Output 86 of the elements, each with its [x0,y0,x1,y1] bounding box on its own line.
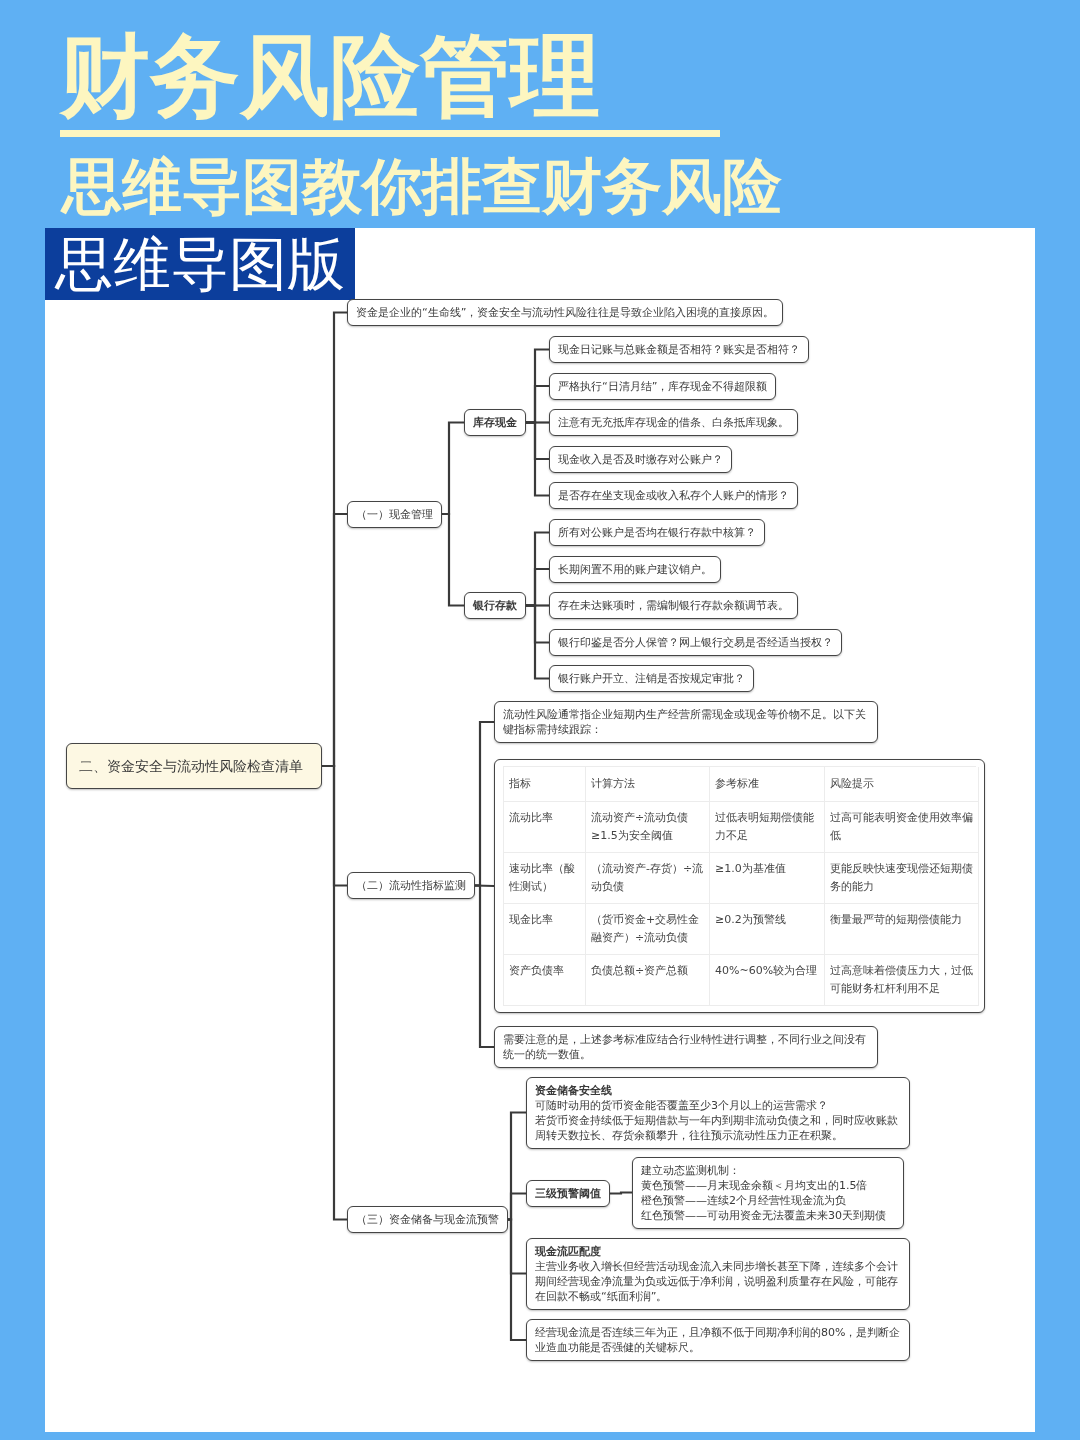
topic-text: （一）现金管理 [356,506,433,522]
topic-heading: 资金储备安全线 [535,1082,613,1098]
topic-box [632,1156,904,1229]
topic-text: 主营业务收入增长但经营活动现金流入未同步增长甚至下降，连续多个会计期间经营现金净流量为负或远低于净利润，说明盈利质量存在风险，可能存在回款不畅或“纸面利润”。 [535,1258,899,1304]
topic-box [464,592,526,619]
connector-line [526,421,549,497]
topic-text: 可随时动用的货币资金能否覆盖至少3个月以上的运营需求？ [535,1097,829,1113]
topic-box [549,592,798,619]
topic-box [347,1206,508,1233]
topic-box [526,1180,610,1207]
table-cell: 衡量最严苛的短期偿债能力 [825,904,979,955]
topic-box [549,372,777,400]
topic-heading: 现金流匹配度 [535,1243,602,1259]
topic-text: 现金收入是否及时缴存对公账户？ [558,451,723,467]
topic-text: 经营现金流是否连续三年为正，且净额不低于同期净利润的80%，是判断企业造血功能是否强健的关键标尺。 [535,1325,901,1355]
connector-line [322,764,347,1221]
connector-line [508,1192,526,1221]
table-cell: 过低表明短期偿债能力不足 [710,802,825,853]
table-cell: 流动资产÷流动负债 ≥1.5为安全阈值 [586,802,710,853]
table-cell: 过高可能表明资金使用效率偏低 [825,802,979,853]
topic-box [549,445,732,473]
topic-box [494,1026,878,1068]
topic-box [549,409,798,436]
table-cell: 资产负债率 [504,955,586,1006]
topic-box [526,1076,910,1149]
connector-line [508,1218,526,1342]
topic-text: 红色预警——可动用资金无法覆盖未来30天到期债 [641,1207,887,1223]
topic-text: 需要注意的是，上述参考标准应结合行业特性进行调整，不同行业之间没有统一的统一数值。 [503,1032,867,1062]
topic-text: 银行存款 [473,598,517,613]
topic-text: 建立动态监测机制： [641,1162,741,1178]
topic-text: 黄色预警——月末现金余额＜月均支出的1.5倍 [641,1177,869,1193]
table-cell: 更能反映快速变现偿还短期债务的能力 [825,853,979,904]
topic-text: 存在未达账项时，需编制银行存款余额调节表。 [558,598,789,613]
topic-text: 二、资金安全与流动性风险检查清单 [79,758,304,774]
topic-text: 三级预警阈值 [535,1186,601,1201]
topic-box [347,872,475,899]
topic-text: 严格执行“日清月结”，库存现金不得超限额 [558,378,768,394]
table-header-cell: 指标 [504,767,586,802]
topic-box [494,701,878,743]
topic-text: 长期闲置不用的账户建议销户。 [558,561,712,577]
table-cell: 负债总额÷资产总额 [586,955,710,1006]
connector-line [442,512,464,607]
table-cell: 过高意味着偿债压力大，过低可能财务杠杆利用不足 [825,955,979,1006]
table-cell: ≥1.0为基准值 [710,853,825,904]
table-cell: 速动比率（酸性测试） [504,853,586,904]
topic-text: 流动性风险通常指企业短期内生产经营所需现金或现金等价物不足。以下关键指标需持续跟踪： [503,707,867,737]
topic-box [549,519,765,546]
topic-text: 资金是企业的“生命线”，资金安全与流动性风险往往是导致企业陷入困境的直接原因。 [356,305,775,320]
topic-box [347,500,442,528]
table-cell: （流动资产-存货）÷流动负债 [586,853,710,904]
table-cell: （货币资金+交易性金融资产）÷流动负债 [586,904,710,955]
topic-box [549,665,754,692]
connector-line [475,884,494,1049]
topic-text: （二）流动性指标监测 [356,878,466,893]
topic-text: 橙色预警——连续2个月经营性现金流为负 [641,1192,847,1208]
table-cell: 现金比率 [504,904,586,955]
topic-text: 现金日记账与总账金额是否相符？账实是否相符？ [558,342,800,357]
topic-box [526,1237,910,1310]
topic-text: 若货币资金持续低于短期借款与一年内到期非流动负债之和，同时应收账款周转天数拉长、存货余额攀升，往往预示流动性压力正在积聚。 [535,1112,899,1143]
topic-text: 银行账户开立、注销是否按规定审批？ [558,671,745,686]
topic-text: 注意有无充抵库存现金的借条、白条抵库现象。 [558,415,789,430]
topic-text: 银行印鉴是否分人保管？网上银行交易是否经适当授权？ [558,635,833,650]
subtitle-text: 思维导图教你排查财务风险 [62,152,782,220]
table-header-cell: 参考标准 [710,767,825,802]
topic-text: 库存现金 [473,415,517,430]
version-badge: 思维导图版 [45,228,355,300]
topic-text: 是否存在坐支现金或收入私存个人账户的情形？ [558,488,789,503]
topic-box [347,299,784,326]
connector-line [610,1191,632,1195]
topic-text: 所有对公账户是否均在银行存款中核算？ [558,525,756,540]
topic-box [526,1319,910,1361]
table-cell: 40%~60%较为合理 [710,955,825,1006]
topic-box [549,482,798,509]
table-cell: 流动比率 [504,802,586,853]
connector-line [526,604,549,680]
topic-box [549,555,721,583]
topic-box [549,336,809,363]
topic-box [549,629,842,656]
title-text: 财务风险管理 [60,26,600,126]
table-header-cell: 风险提示 [825,767,979,802]
central-topic-box [66,743,322,789]
table-card [494,759,985,1013]
topic-text: （三）资金储备与现金流预警 [356,1212,499,1227]
table-header-cell: 计算方法 [586,767,710,802]
topic-box [464,409,526,436]
table-cell: ≥0.2为预警线 [710,904,825,955]
